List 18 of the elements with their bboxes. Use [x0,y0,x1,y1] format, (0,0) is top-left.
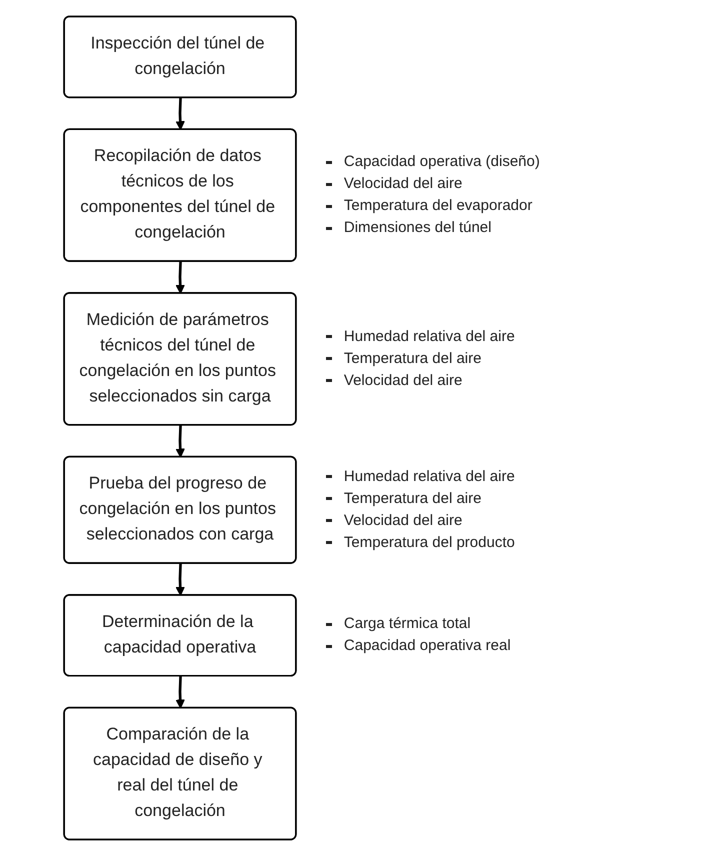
bullet-item: Temperatura del producto [344,532,515,553]
bullet-item: Velocidad del aire [344,174,462,194]
bullet-item: Velocidad del aire [344,510,462,531]
bullet-item: Temperatura del aire [344,488,482,509]
bullet-item: Temperatura del aire [344,348,482,369]
bullet-item: Temperatura del evaporador [344,196,532,216]
bullet-item: Dimensiones del túnel [344,218,492,238]
bullet-item: Humedad relativa del aire [344,326,515,347]
bullet-item: Velocidad del aire [344,370,462,391]
bullet-item: Humedad relativa del aire [344,466,515,487]
bullet-item: Carga térmica total [344,614,471,634]
bullet-item: Capacidad operativa (diseño) [344,152,540,172]
arrow [176,262,185,294]
arrow [176,564,185,596]
arrow [176,425,185,458]
arrow [176,98,185,130]
bullet-item: Capacidad operativa real [344,636,511,656]
arrow [176,676,185,709]
